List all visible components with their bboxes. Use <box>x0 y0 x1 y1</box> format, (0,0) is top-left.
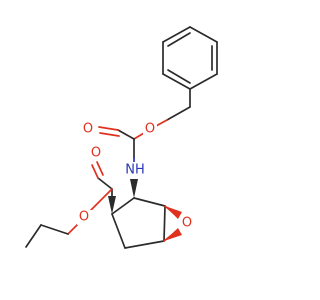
atom-label-ester-ether-o: O <box>77 210 92 225</box>
molecule-structure-diagram: O O NH O O O <box>25 26 218 249</box>
bond <box>166 106 191 121</box>
atom-label-ester-carbonyl-o: O <box>89 146 104 161</box>
bond <box>91 164 99 179</box>
bond <box>111 213 126 249</box>
bond <box>99 132 120 137</box>
bond <box>25 224 42 248</box>
bond <box>133 132 145 140</box>
bond-double-inner <box>167 32 191 47</box>
oxygen-atom-label: O <box>79 210 89 225</box>
bond <box>133 197 166 207</box>
bond-double-inner <box>167 69 191 84</box>
atom-label-carbamate-ether-o: O <box>143 122 157 137</box>
bond <box>162 73 191 90</box>
stereo-wedge-n <box>130 179 138 198</box>
bond <box>117 129 135 140</box>
bond <box>98 126 119 131</box>
bond <box>96 161 104 176</box>
atom-label-epoxide-o: O <box>180 216 195 231</box>
bond <box>162 26 191 43</box>
stereo-wedge-epoxide-top <box>165 206 182 219</box>
oxygen-atom-label: O <box>145 122 155 137</box>
oxygen-atom-label: O <box>83 122 93 137</box>
bond <box>111 197 135 215</box>
bond <box>124 240 165 249</box>
bond <box>89 188 113 212</box>
bond <box>189 26 218 43</box>
bicyclic-core <box>111 197 179 249</box>
bond <box>97 177 113 190</box>
ethyl-ester-group <box>25 161 113 248</box>
oxygen-atom-label: O <box>91 146 101 161</box>
stereo-wedge-ester <box>108 196 116 214</box>
benzene-ring <box>162 26 218 90</box>
bond <box>189 73 218 90</box>
bond <box>40 224 69 235</box>
bond <box>67 223 79 235</box>
nitrogen-atom-label: NH <box>125 163 145 178</box>
oxygen-atom-label: O <box>182 216 192 231</box>
atom-label-carbamate-carbonyl-o: O <box>81 122 96 137</box>
bond <box>155 119 168 127</box>
stereo-wedge-epoxide-bottom <box>164 228 182 241</box>
bond <box>163 205 166 242</box>
atom-label-nh: NH <box>122 162 148 178</box>
